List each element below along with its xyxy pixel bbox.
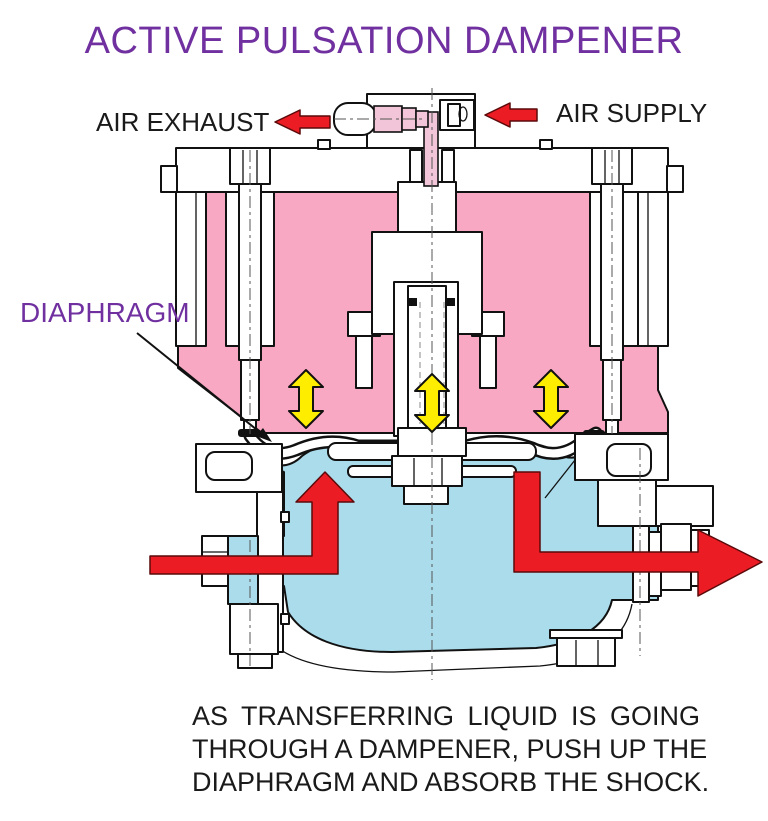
air-supply-label: AIR SUPPLY (556, 98, 708, 128)
diaphragm-motion-arrows (288, 369, 569, 433)
diaphragm-pointer-line (136, 332, 272, 442)
air-supply-arrow-icon (484, 102, 538, 128)
left-inlet-flange (195, 443, 290, 669)
caption-line-1: AS TRANSFERRING LIQUID IS GOING (192, 701, 700, 731)
air-supply-fitting (439, 99, 475, 131)
diaphragm-label: DIAPHRAGM (20, 297, 190, 328)
air-exhaust-label: AIR EXHAUST (96, 107, 270, 137)
bottom-nut (549, 629, 623, 667)
page-title: ACTIVE PULSATION DAMPENER (84, 20, 684, 62)
caption-line-2: THROUGH A DAMPENER, PUSH UP THE (192, 734, 708, 764)
air-exhaust-arrow-icon (274, 109, 331, 135)
centerlines (249, 88, 641, 680)
flow-out-arrow (513, 471, 763, 597)
caption-line-3: DIAPHRAGM AND ABSORB THE SHOCK. (192, 767, 710, 797)
liquid-flow-arrows (149, 471, 763, 597)
pilot-air-valve (333, 93, 476, 187)
flow-in-up-arrow (149, 471, 355, 575)
center-piston-column (371, 181, 483, 437)
caption: AS TRANSFERRING LIQUID IS GOING THROUGH … (192, 700, 710, 799)
